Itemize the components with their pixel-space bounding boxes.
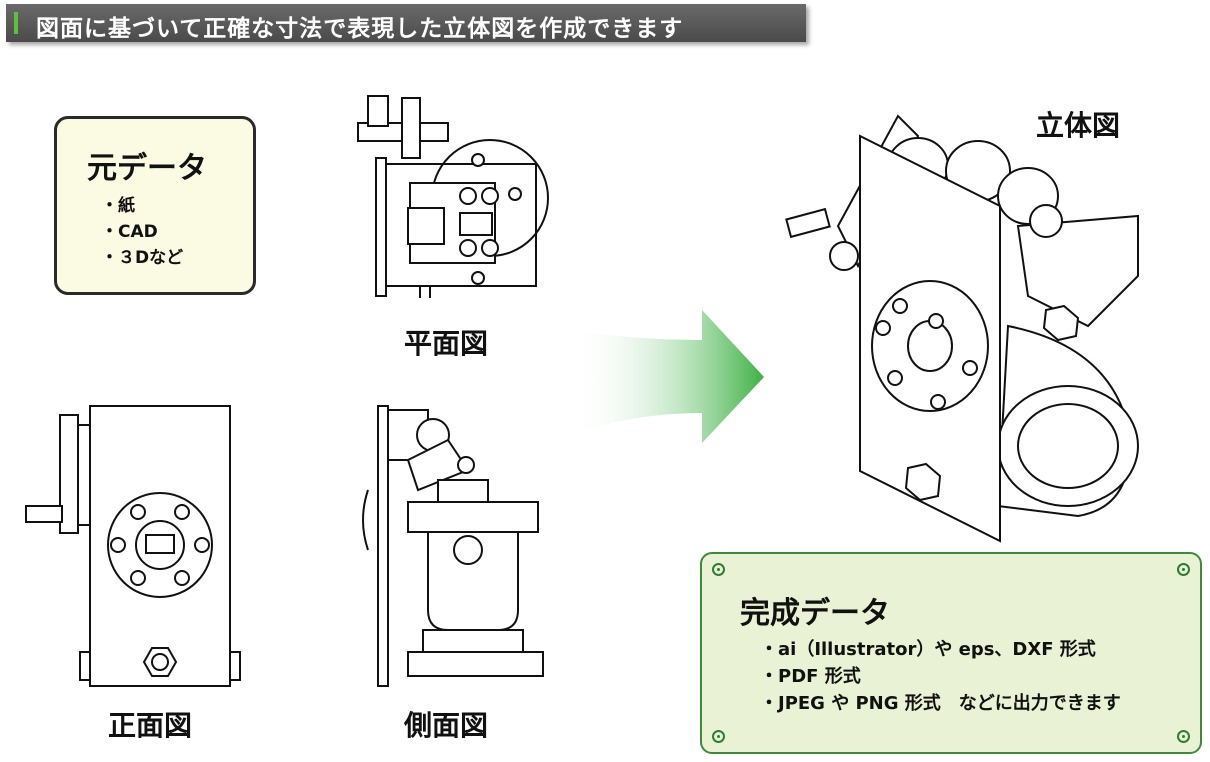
screw-icon bbox=[712, 563, 725, 576]
output-data-box: 完成データ ・ai（Illustrator）や eps、DXF 形式 ・PDF … bbox=[700, 552, 1202, 754]
source-heading: 元データ bbox=[87, 151, 207, 186]
front-view-label: 正面図 bbox=[108, 709, 193, 742]
conversion-arrow bbox=[572, 310, 764, 443]
isometric-drawing bbox=[785, 114, 1139, 543]
side-view-label: 側面図 bbox=[404, 709, 489, 742]
output-item: ・PDF 形式 bbox=[760, 666, 861, 687]
plan-view-label: 平面図 bbox=[404, 327, 489, 360]
banner-accent bbox=[14, 12, 18, 34]
front-view-drawing bbox=[25, 405, 241, 687]
banner-title: 図面に基づいて正確な寸法で表現した立体図を作成できます bbox=[36, 16, 684, 42]
screw-icon bbox=[1177, 730, 1190, 743]
output-heading: 完成データ bbox=[740, 596, 890, 631]
plan-view-drawing bbox=[357, 95, 549, 298]
source-item: ・３Dなど bbox=[101, 248, 184, 268]
screw-icon bbox=[712, 730, 725, 743]
source-item: ・CAD bbox=[101, 222, 158, 242]
output-item: ・ai（Illustrator）や eps、DXF 形式 bbox=[760, 639, 1096, 660]
isometric-view-label: 立体図 bbox=[1036, 109, 1121, 142]
side-view-drawing bbox=[362, 405, 544, 687]
output-list: ・ai（Illustrator）や eps、DXF 形式 ・PDF 形式 ・JP… bbox=[760, 636, 1121, 717]
screw-icon bbox=[1177, 563, 1190, 576]
title-banner: 図面に基づいて正確な寸法で表現した立体図を作成できます bbox=[6, 4, 806, 42]
source-data-box: 元データ ・紙 ・CAD ・３Dなど bbox=[54, 116, 256, 295]
source-item: ・紙 bbox=[101, 196, 135, 216]
output-item: ・JPEG や PNG 形式 などに出力できます bbox=[760, 693, 1121, 714]
source-list: ・紙 ・CAD ・３Dなど bbox=[101, 193, 183, 271]
